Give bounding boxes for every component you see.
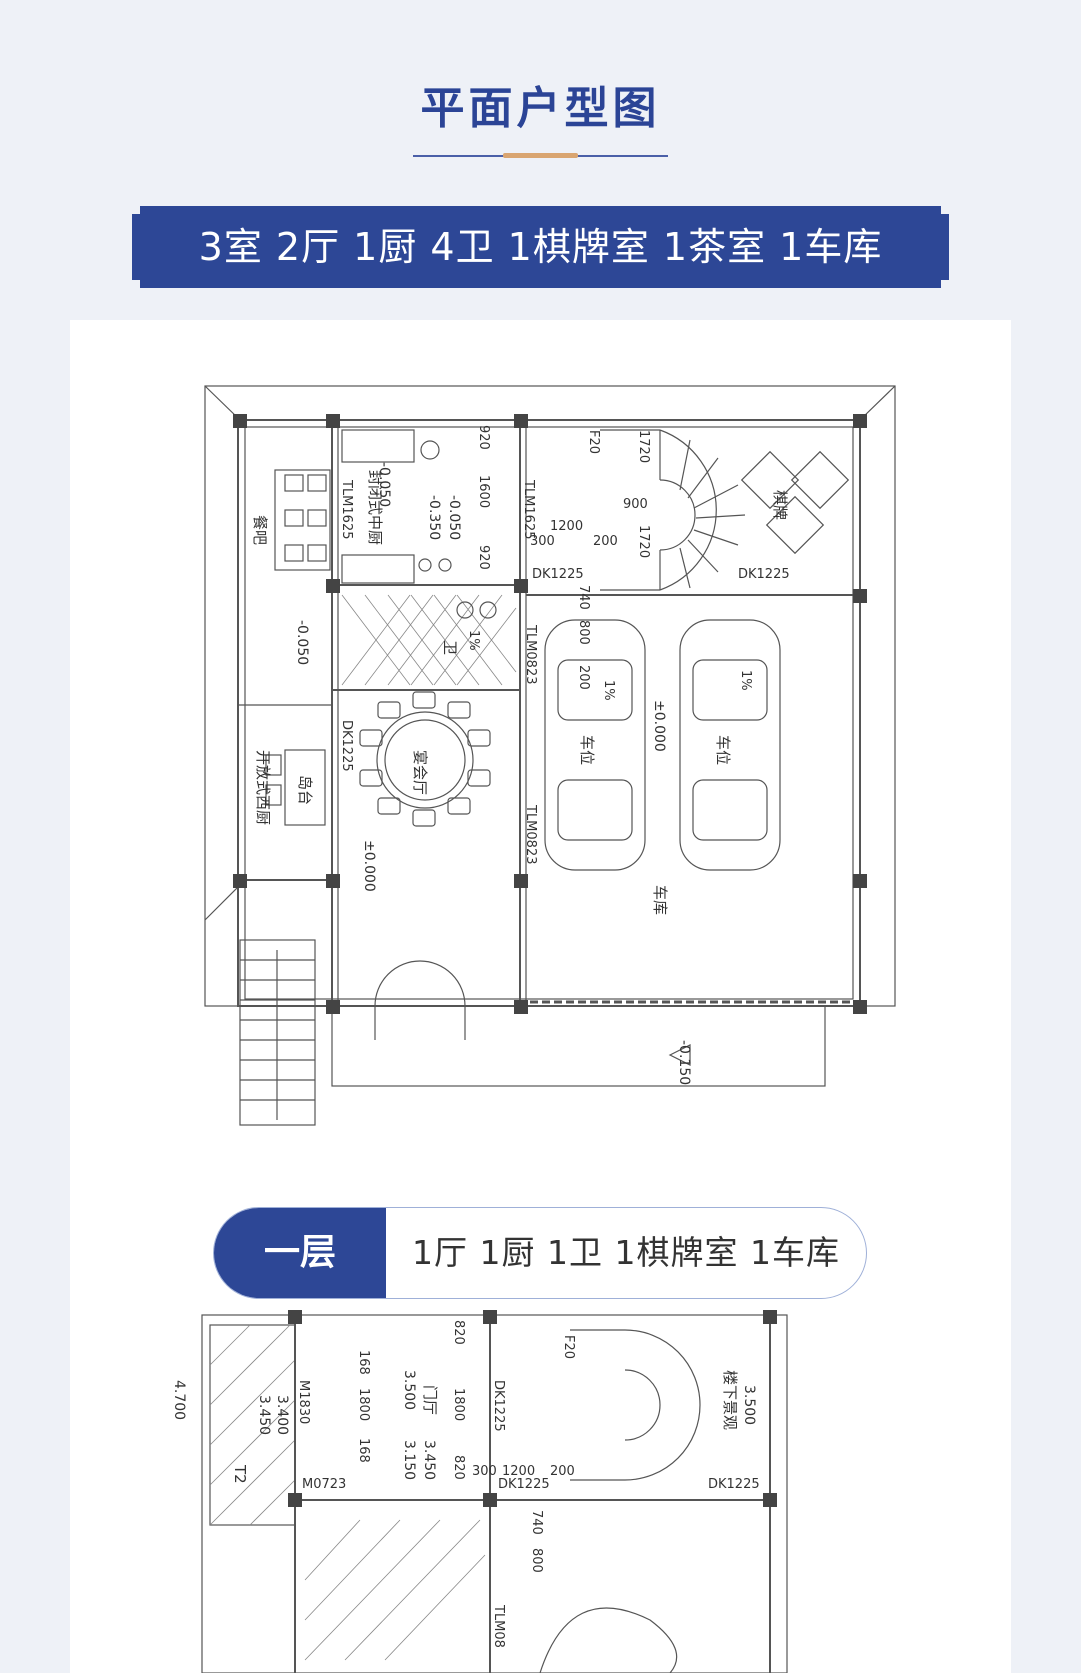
- f2-elev-1: 4.700: [171, 1380, 187, 1420]
- f2-dim-3: 168: [356, 1438, 371, 1463]
- f2-dim-5: 1800: [451, 1388, 466, 1421]
- f1-door-7: DK1225: [339, 720, 354, 772]
- label-closed-kitchen: 封闭式中厨: [366, 470, 384, 545]
- f1-door-4: DK1225: [738, 567, 790, 582]
- title-underline-accent: [503, 153, 578, 158]
- floor1-caption: 一层 1厅 1厨 1卫 1棋牌室 1车库: [213, 1207, 867, 1299]
- f1-door-2: TLM1625: [521, 479, 536, 539]
- f2-label-stair-mark: T2: [231, 1464, 249, 1484]
- f1-elev-1: -0.050: [376, 462, 392, 507]
- f1-elev-3: -0.350: [426, 495, 442, 540]
- f1-dim-5: 1720: [636, 525, 651, 558]
- f1-dim-15: 1%: [738, 670, 753, 691]
- f2-elev-2: 3.450: [256, 1395, 272, 1435]
- f1-dim-8: 300: [530, 534, 555, 549]
- f2-elev-4: 3.500: [401, 1370, 417, 1410]
- label-garage: 车库: [651, 885, 669, 915]
- f2-door-7: F20: [561, 1335, 576, 1359]
- f1-dim-14: 1%: [601, 680, 616, 701]
- label-bar: 餐吧: [251, 515, 269, 545]
- f2-door-6: TLM08: [491, 1604, 506, 1648]
- f1-door-8: F20: [586, 430, 601, 454]
- f1-dim-13: 1%: [466, 630, 481, 651]
- summary-banner: 3室 2厅 1厨 4卫 1棋牌室 1茶室 1车库: [132, 206, 949, 288]
- floor-plan-card: 餐吧 封闭式中厨 开放式西厨 岛台 宴会厅 卫 棋牌 车位 车位 车库 -0.0…: [70, 320, 1011, 1673]
- f1-dim-12: 200: [576, 665, 591, 690]
- f2-door-4: DK1225: [498, 1477, 550, 1492]
- parked-car-2: [679, 619, 781, 871]
- f2-dim-8: 1200: [502, 1464, 535, 1479]
- label-parking-1: 车位: [578, 735, 596, 765]
- f1-door-1: TLM1625: [339, 479, 354, 539]
- label-toilet: 卫: [441, 640, 459, 655]
- parked-car-1: [544, 619, 646, 871]
- f2-elev-3: 3.400: [274, 1395, 290, 1435]
- banquet-table: [376, 711, 474, 809]
- f1-dim-9: 200: [593, 534, 618, 549]
- f1-door-6: TLM0823: [523, 804, 538, 864]
- f1-elev-5: ±0.000: [361, 840, 377, 892]
- label-banquet-hall: 宴会厅: [411, 750, 429, 795]
- f2-dim-2: 1800: [356, 1388, 371, 1421]
- f1-dim-3: 920: [476, 545, 491, 570]
- title-underline: [413, 153, 668, 158]
- f2-elev-5: 3.450: [421, 1440, 437, 1480]
- label-chess-room: 棋牌: [771, 490, 789, 520]
- f2-dim-11: 800: [529, 1548, 544, 1573]
- f2-label-stair-void: 楼下景观: [721, 1370, 739, 1430]
- f2-dim-7: 300: [472, 1464, 497, 1479]
- label-western-kitchen: 开放式西厨: [254, 750, 272, 825]
- floor2-spiral-stair: [624, 1329, 701, 1481]
- f1-dim-6: 900: [623, 497, 648, 512]
- f1-dim-11: 800: [576, 620, 591, 645]
- f2-dim-6: 820: [451, 1455, 466, 1480]
- f2-door-1: M1830: [296, 1380, 311, 1424]
- f1-dim-4: 1720: [636, 430, 651, 463]
- f1-elev-6: ±0.000: [651, 700, 667, 752]
- f1-elev-4: -0.050: [446, 495, 462, 540]
- f1-elev-2: -0.050: [294, 620, 310, 665]
- f2-dim-4: 820: [451, 1320, 466, 1345]
- f2-dim-10: 740: [529, 1510, 544, 1535]
- floor1-side-stair: [239, 939, 316, 1126]
- f2-elev-7: 3.500: [741, 1385, 757, 1425]
- floor1-rooms-summary: 1厅 1厨 1卫 1棋牌室 1车库: [412, 1233, 840, 1272]
- f2-door-5: DK1225: [708, 1477, 760, 1492]
- f2-dim-1: 168: [356, 1350, 371, 1375]
- f1-door-5: TLM0823: [523, 624, 538, 684]
- page-title: 平面户型图: [420, 83, 661, 134]
- floor-plan-drawing: 餐吧 封闭式中厨 开放式西厨 岛台 宴会厅 卫 棋牌 车位 车位 车库 -0.0…: [171, 385, 896, 1673]
- f1-door-3: DK1225: [532, 567, 584, 582]
- label-parking-2: 车位: [714, 735, 732, 765]
- floor1-label: 一层: [214, 1208, 386, 1298]
- f1-elev-7: -0.150: [676, 1040, 692, 1085]
- f1-dim-10: 740: [576, 585, 591, 610]
- f1-dim-1: 920: [476, 425, 491, 450]
- label-island: 岛台: [296, 775, 314, 805]
- f2-dim-9: 200: [550, 1464, 575, 1479]
- f1-dim-7: 1200: [550, 519, 583, 534]
- floor1-spiral-stair: [659, 429, 717, 591]
- f2-door-3: DK1225: [491, 1380, 506, 1432]
- f1-dim-2: 1600: [476, 475, 491, 508]
- f2-elev-6: 3.150: [401, 1440, 417, 1480]
- f2-label-foyer: 门厅: [421, 1385, 439, 1415]
- f2-door-2: M0723: [302, 1477, 346, 1492]
